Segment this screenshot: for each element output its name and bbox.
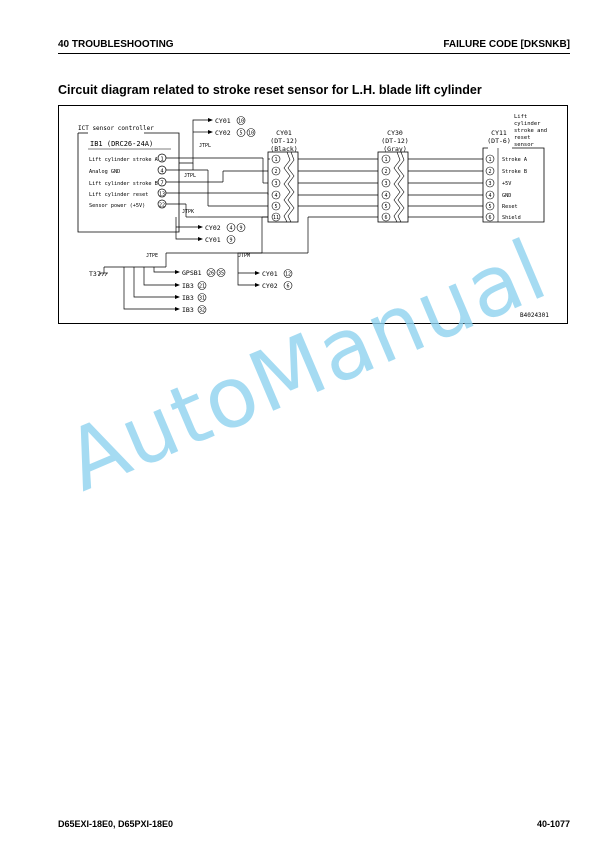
junction-jtpe: T37 JTPE GPSB1 26 35 IB3 21 IB3 31 IB3 3… bbox=[89, 216, 268, 314]
cy11-pin: 6 bbox=[488, 215, 491, 221]
jtpl-ref-conn: CY01 bbox=[215, 117, 231, 125]
controller-pin-number: 1 bbox=[160, 156, 163, 162]
cy11-signal: Stroke B bbox=[502, 169, 527, 175]
cy30-pin: 4 bbox=[384, 193, 387, 199]
sensor-label-line: reset bbox=[514, 135, 531, 141]
jtpe-ref-pin: 31 bbox=[199, 296, 205, 302]
controller-pin-name: Analog GND bbox=[89, 169, 120, 175]
wires-controller-cy01 bbox=[166, 157, 270, 218]
cy01-type: (DT-12) bbox=[270, 137, 297, 145]
cy11-signal: Reset bbox=[502, 204, 518, 210]
cy11-signal: GND bbox=[502, 193, 511, 199]
controller-pin-name: Lift cylinder reset bbox=[89, 192, 148, 198]
sensor-label-line: Lift bbox=[514, 114, 527, 120]
jtpl-label: JTPL bbox=[184, 173, 196, 179]
junction-jtpm: JTPM CY01 12 CY02 6 bbox=[237, 252, 293, 290]
jtpe-ref-pin: 26 bbox=[208, 271, 214, 277]
sensor-label-line: stroke and bbox=[514, 128, 547, 134]
wires-cy01-cy30 bbox=[262, 158, 378, 254]
jtpl-ref-pin: 10 bbox=[238, 119, 244, 125]
cy11-name: CY11 bbox=[491, 129, 507, 137]
jtpk-ref-conn: CY01 bbox=[205, 236, 221, 244]
circuit-diagram: ICT sensor controller IB1 (DRC26-24A) Li… bbox=[58, 105, 568, 324]
jtpe-ref-conn: GPSB1 bbox=[182, 269, 202, 277]
junction-jtpl: CY01 10 CY02 5 10 JTPL JTPL bbox=[179, 116, 256, 179]
cy01-name: CY01 bbox=[276, 129, 292, 137]
ground-label: T37 bbox=[89, 270, 101, 278]
cy11-pin: 3 bbox=[488, 181, 491, 187]
jtpk-ref-pin: 4 bbox=[229, 226, 232, 232]
cy30-pin: 1 bbox=[384, 157, 387, 163]
cy01-pin: 2 bbox=[274, 169, 277, 175]
jtpe-ref-conn: IB3 bbox=[182, 282, 194, 290]
cy01-pin: 1 bbox=[274, 157, 277, 163]
header-failure-code: FAILURE CODE [DKSNKB] bbox=[443, 39, 570, 50]
jtpl-ref-pin: 5 bbox=[239, 131, 242, 137]
wires-cy30-cy11 bbox=[408, 158, 483, 218]
jtpe-ref-conn: IB3 bbox=[182, 294, 194, 302]
cy11-pin: 2 bbox=[488, 169, 491, 175]
controller-box: ICT sensor controller IB1 (DRC26-24A) Li… bbox=[77, 125, 180, 233]
junction-jtpk: JTPK CY02 4 9 CY01 9 bbox=[175, 209, 246, 244]
cy30-type: (DT-12) bbox=[381, 137, 408, 145]
sensor-label-line: cylinder bbox=[514, 121, 541, 127]
cy01-pin: 3 bbox=[274, 181, 277, 187]
cy30-pin: 3 bbox=[384, 181, 387, 187]
cy11-type: (DT-6) bbox=[487, 137, 510, 145]
cy01-color: (Black) bbox=[270, 145, 297, 153]
cy11-signal: +5V bbox=[502, 181, 511, 187]
connector-cy30: CY30 (DT-12) (Gray) 1 2 3 4 5 6 bbox=[377, 129, 409, 223]
sensor-cy11: Lift cylinder stroke and reset sensor CY… bbox=[482, 114, 547, 223]
cy30-pin: 6 bbox=[384, 215, 387, 221]
cy01-pin: 11 bbox=[273, 215, 279, 221]
jtpe-label: JTPE bbox=[146, 253, 158, 259]
cy11-signal: Stroke A bbox=[502, 157, 528, 163]
controller-pin-name: Lift cylinder stroke B bbox=[89, 181, 158, 187]
jtpm-ref-conn: CY02 bbox=[262, 282, 278, 290]
cy11-pin: 4 bbox=[488, 193, 491, 199]
controller-pin-number: 13 bbox=[159, 191, 165, 197]
jtpl-ref-pin: 10 bbox=[248, 131, 254, 137]
controller-pin-name: Lift cylinder stroke A bbox=[89, 157, 159, 163]
jtpm-label: JTPM bbox=[238, 253, 250, 259]
jtpe-ref-pin: 35 bbox=[218, 271, 224, 277]
footer-page-number: 40-1077 bbox=[536, 819, 570, 829]
controller-label: ICT sensor controller bbox=[78, 125, 154, 132]
controller-pin-number: 7 bbox=[160, 180, 163, 186]
jtpl-label: JTPL bbox=[199, 143, 211, 149]
jtpl-ref-conn: CY02 bbox=[215, 129, 231, 137]
connector-cy01: CY01 (DT-12) (Black) 1 2 3 4 5 11 bbox=[267, 129, 299, 223]
page-title: Circuit diagram related to stroke reset … bbox=[58, 83, 482, 97]
cy30-pin: 2 bbox=[384, 169, 387, 175]
cy01-pin: 5 bbox=[274, 204, 277, 210]
cy01-pin: 4 bbox=[274, 193, 277, 199]
controller-connector: IB1 (DRC26-24A) bbox=[90, 140, 153, 148]
footer-model: D65EXI-18E0, D65PXI-18E0 bbox=[58, 819, 174, 829]
jtpk-label: JTPK bbox=[182, 209, 194, 215]
sensor-label-line: sensor bbox=[514, 142, 535, 148]
cy11-signal: Shield bbox=[502, 215, 521, 221]
controller-pin-number: 4 bbox=[160, 168, 164, 174]
jtpk-ref-conn: CY02 bbox=[205, 224, 221, 232]
drawing-number: B4024301 bbox=[520, 312, 549, 319]
header-section: 40 TROUBLESHOOTING bbox=[58, 39, 174, 50]
jtpm-ref-conn: CY01 bbox=[262, 270, 278, 278]
controller-pin-number: 22 bbox=[159, 202, 165, 208]
controller-pin-name: Sensor power (+5V) bbox=[89, 203, 145, 209]
jtpm-ref-pin: 6 bbox=[286, 284, 289, 290]
jtpk-ref-pin: 9 bbox=[239, 226, 242, 232]
jtpe-ref-pin: 21 bbox=[199, 284, 205, 290]
cy11-pin: 5 bbox=[488, 204, 491, 210]
jtpe-ref-conn: IB3 bbox=[182, 306, 194, 314]
cy11-pin: 1 bbox=[488, 157, 491, 163]
cy30-name: CY30 bbox=[387, 129, 403, 137]
cy30-pin: 5 bbox=[384, 204, 387, 210]
jtpk-ref-pin: 9 bbox=[229, 238, 232, 244]
header-rule bbox=[58, 53, 570, 54]
jtpe-ref-pin: 32 bbox=[199, 308, 205, 314]
jtpm-ref-pin: 12 bbox=[285, 272, 291, 278]
cy30-color: (Gray) bbox=[383, 145, 406, 153]
